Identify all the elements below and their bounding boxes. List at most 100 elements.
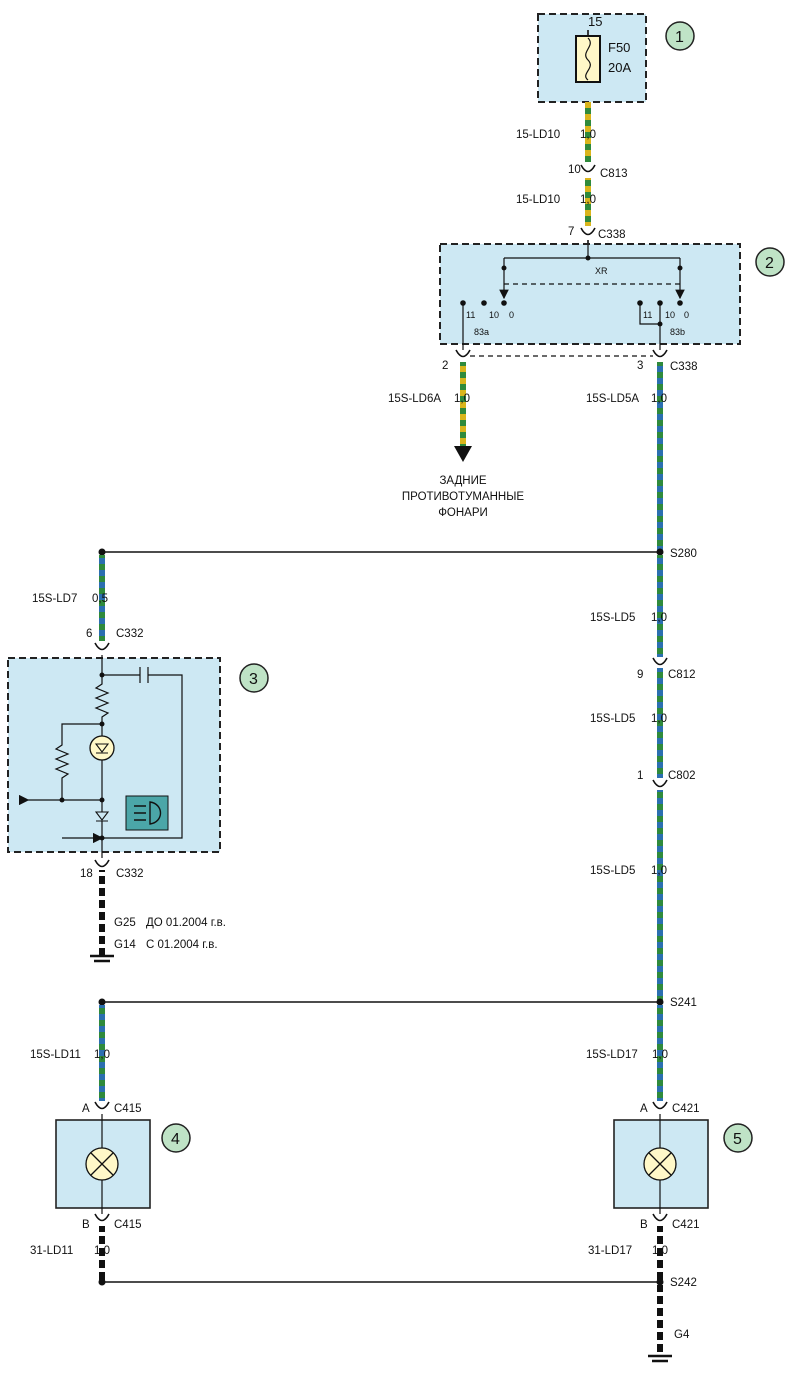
rear-fog-label-1: ЗАДНИЕ xyxy=(439,475,486,487)
connector-c415-b-name: C415 xyxy=(114,1219,142,1231)
wire-w9-name: 15S-LD11 xyxy=(30,1049,81,1061)
connector-c415-a-symbol xyxy=(94,1101,110,1110)
ground-g14-name: G14 xyxy=(114,939,136,951)
connector-c415-b-symbol xyxy=(94,1213,110,1222)
ground-g25-name: G25 xyxy=(114,917,136,929)
fog-relay-module-box xyxy=(7,657,221,853)
connector-c338-top-symbol xyxy=(580,227,596,236)
wire-w11-name: 31-LD11 xyxy=(30,1245,73,1257)
connector-c332-bottom-name: C332 xyxy=(116,868,144,880)
splice-s242-label: S242 xyxy=(670,1277,697,1289)
connector-c812-symbol xyxy=(652,657,668,666)
wire-15S-LD5-b xyxy=(657,668,663,778)
contact-b-0-dot xyxy=(677,300,683,306)
wire-w3-size: 1,0 xyxy=(454,393,470,405)
wire-15S-LD17 xyxy=(657,1005,663,1101)
contact-b-bridge xyxy=(639,303,661,325)
wire-15S-LD11 xyxy=(99,1005,105,1101)
splice-s241-left-node xyxy=(98,998,106,1006)
wire-w9-size: 1,0 xyxy=(94,1049,110,1061)
rear-fog-label-2: ПРОТИВОТУМАННЫЕ xyxy=(402,491,525,503)
ground-g4-icon xyxy=(648,1354,672,1363)
wire-15-LD10-a xyxy=(585,102,591,162)
indicator-lamp-icon xyxy=(89,735,115,761)
connector-c813-symbol xyxy=(580,164,596,173)
splice-s242-left-node xyxy=(98,1278,106,1286)
connector-c338-top-name: C338 xyxy=(598,229,626,241)
wire-w2-size: 1,0 xyxy=(580,194,596,206)
contact-b-pos-11: 11 xyxy=(643,310,652,320)
wire-w10-size: 1,0 xyxy=(652,1049,668,1061)
wire-w3-name: 15S-LD6A xyxy=(388,393,441,405)
connector-c421-b-symbol xyxy=(652,1213,668,1222)
callout-1: 1 xyxy=(675,29,684,46)
connector-c802-symbol xyxy=(652,779,668,788)
connector-c332-top-pin: 6 xyxy=(86,628,92,640)
callout-3-badge xyxy=(239,663,269,693)
fuse-terminal: 15 xyxy=(588,14,602,29)
connector-c332-bottom-pin: 18 xyxy=(80,868,93,880)
connector-c802-pin: 1 xyxy=(637,770,643,782)
resistor-icon xyxy=(94,675,110,724)
lamp4-filament-icon xyxy=(90,1152,114,1176)
fuse-rating: 20A xyxy=(608,60,631,75)
connector-c338-left-pin: 2 xyxy=(442,360,448,372)
connector-c415-a-name: C415 xyxy=(114,1103,142,1115)
ground-g25-icon xyxy=(90,954,114,963)
module3-bottom-node xyxy=(99,835,105,841)
contact-b-name: 83b xyxy=(670,327,685,337)
wire-w7-size: 1,0 xyxy=(651,713,667,725)
callout-2-badge xyxy=(755,247,785,277)
connector-c415-a-pin: A xyxy=(82,1103,90,1115)
wire-31-LD17 xyxy=(657,1226,663,1282)
indicator-diode-icon xyxy=(94,743,110,754)
connector-c421-a-pin: A xyxy=(640,1103,648,1115)
switch-box xyxy=(439,243,741,345)
connector-c338-top-pin: 7 xyxy=(568,226,574,238)
connector-c332-top-name: C332 xyxy=(116,628,144,640)
wire-w4-name: 15S-LD5A xyxy=(586,393,639,405)
lamp5-filament-icon xyxy=(648,1152,672,1176)
ground-g25-note: ДО 01.2004 г.в. xyxy=(146,917,226,929)
splice-s280-label: S280 xyxy=(670,548,697,560)
wire-w12-size: 1,0 xyxy=(652,1245,668,1257)
wire-ground-g4 xyxy=(657,1285,663,1355)
wire-w8-name: 15S-LD5 xyxy=(590,865,635,877)
wire-15S-LD5-a xyxy=(657,555,663,657)
ground-g14-note: С 01.2004 г.в. xyxy=(146,939,218,951)
contact-a-0-dot xyxy=(501,300,507,306)
wire-w6-name: 15S-LD5 xyxy=(590,612,635,624)
fog-lamp-indicator-icon xyxy=(125,795,169,831)
connector-c812-pin: 9 xyxy=(637,669,643,681)
connector-c338-right-name: C338 xyxy=(670,361,698,373)
connector-c802-name: C802 xyxy=(668,770,696,782)
wire-15S-LD6A xyxy=(460,362,466,448)
contact-a-10-dot xyxy=(481,300,487,306)
fuse-element xyxy=(585,37,591,81)
wire-15S-LD7 xyxy=(99,555,105,641)
wire-ground-c332 xyxy=(99,870,105,956)
fuse-icon xyxy=(575,35,601,83)
contact-b-pos-0: 0 xyxy=(684,310,689,320)
connector-c415-b-pin: B xyxy=(82,1219,90,1231)
module3-left-node xyxy=(59,797,65,803)
rear-fog-label-3: ФОНАРИ xyxy=(438,507,488,519)
connector-c421-b-name: C421 xyxy=(672,1219,700,1231)
connector-c332-top-symbol xyxy=(94,642,110,651)
wire-w4-size: 1,0 xyxy=(651,393,667,405)
contact-a-pos-10: 10 xyxy=(489,310,499,320)
callout-3: 3 xyxy=(249,671,258,688)
fog-symbol-icon xyxy=(134,801,162,825)
wire-31-LD11 xyxy=(99,1226,105,1282)
wire-w10-name: 15S-LD17 xyxy=(586,1049,638,1061)
wire-w1-name: 15-LD10 xyxy=(516,129,560,141)
callout-1-badge xyxy=(665,21,695,51)
wire-15-LD10-b xyxy=(585,178,591,226)
wire-w6-size: 1,0 xyxy=(651,612,667,624)
splice-s241-label: S241 xyxy=(670,997,697,1009)
callout-4-badge xyxy=(161,1123,191,1153)
wire-w1-size: 1,0 xyxy=(580,129,596,141)
contact-a-name: 83a xyxy=(474,327,489,337)
